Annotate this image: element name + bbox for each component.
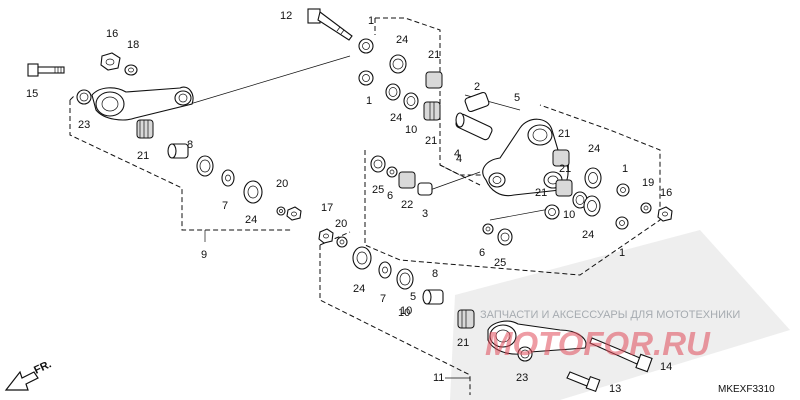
collar-8-upper <box>167 143 189 159</box>
callout-4: 4 <box>456 153 462 165</box>
callout-13: 13 <box>609 383 621 395</box>
collar-2 <box>464 91 490 113</box>
bearings-21-top <box>423 71 443 121</box>
callout-21: 21 <box>559 163 571 175</box>
nut-17-washer-20 <box>318 228 348 248</box>
callout-10: 10 <box>563 209 575 221</box>
callout-24: 24 <box>245 214 257 226</box>
seal-23-lower <box>517 346 533 362</box>
callout-21: 21 <box>558 128 570 140</box>
callout-24: 24 <box>353 283 365 295</box>
callout-18: 18 <box>127 39 139 51</box>
callout-21: 21 <box>137 150 149 162</box>
callout-1: 1 <box>366 95 372 107</box>
callout-8: 8 <box>432 268 438 280</box>
seal-24-upper <box>243 180 263 204</box>
callout-7: 7 <box>380 293 386 305</box>
watermark-logo: MOTOFOR.RU <box>485 325 711 362</box>
bearing-21-lower <box>457 309 475 329</box>
callout-20: 20 <box>276 178 288 190</box>
callout-4: 4 <box>454 148 460 160</box>
bolt-13 <box>566 371 601 393</box>
callout-16: 16 <box>106 28 118 40</box>
callout-10: 10 <box>398 307 410 319</box>
callout-21: 21 <box>428 49 440 61</box>
washer-19-nut-16 <box>615 183 673 230</box>
callout-1: 1 <box>368 15 374 27</box>
group-outlines <box>69 17 661 395</box>
callout-5: 5 <box>410 291 416 303</box>
front-direction-label: FR. <box>32 358 53 376</box>
callout-1: 1 <box>622 163 628 175</box>
callout-7: 7 <box>222 200 228 212</box>
seals-top-column <box>358 38 419 110</box>
seals-lower <box>352 246 414 290</box>
callout-5: 5 <box>514 92 520 104</box>
seals-right <box>544 167 602 220</box>
callout-19: 19 <box>642 177 654 189</box>
callout-9: 9 <box>201 249 207 261</box>
linkage-rod-upper <box>91 86 194 121</box>
callout-25: 25 <box>372 184 384 196</box>
washer-7-upper <box>221 169 235 187</box>
callout-21: 21 <box>535 187 547 199</box>
callout-3: 3 <box>422 208 428 220</box>
callout-14: 14 <box>660 361 672 373</box>
callout-23: 23 <box>78 119 90 131</box>
callout-22: 22 <box>401 199 413 211</box>
bolt-15 <box>27 63 65 77</box>
callout-6: 6 <box>479 247 485 259</box>
part-code: MKEXF3310 <box>718 384 775 395</box>
linkage-rod-lower <box>487 320 587 355</box>
seal-23-upper <box>76 89 92 105</box>
callout-10: 10 <box>405 124 417 136</box>
callout-25: 25 <box>494 257 506 269</box>
washer-20-nut-upper <box>276 206 302 221</box>
callout-23: 23 <box>516 372 528 384</box>
callout-24: 24 <box>396 34 408 46</box>
callout-20: 20 <box>335 218 347 230</box>
seals-25-6-22-3 <box>370 155 513 246</box>
front-direction-arrow: FR. <box>4 358 53 391</box>
callout-6: 6 <box>387 190 393 202</box>
watermark-caption: ЗАПЧАСТИ И АКСЕССУАРЫ ДЛЯ МОТОТЕХНИКИ <box>480 309 740 321</box>
callout-21: 21 <box>457 337 469 349</box>
watermark-shading <box>450 230 790 400</box>
callout-2: 2 <box>474 81 480 93</box>
bearing-21-left <box>136 119 154 139</box>
callout-8: 8 <box>187 139 193 151</box>
callout-21: 21 <box>425 135 437 147</box>
watermark: ЗАПЧАСТИ И АКСЕССУАРЫ ДЛЯ МОТОТЕХНИКИ MO… <box>480 309 740 362</box>
callout-24: 24 <box>390 112 402 124</box>
pipe-4 <box>455 112 493 141</box>
callout-11: 11 <box>433 372 444 384</box>
callout-16: 16 <box>660 187 672 199</box>
collar-8-lower <box>422 289 444 305</box>
callout-12: 12 <box>280 10 292 22</box>
bearings-21-linkage <box>552 149 573 197</box>
bolt-14 <box>589 337 653 373</box>
seal-10-upper <box>196 155 214 177</box>
bolt-12 <box>307 8 353 41</box>
callout-1: 1 <box>619 247 625 259</box>
nut-16-washer-18 <box>100 52 138 76</box>
callout-10: 10 <box>400 305 412 317</box>
callout-17: 17 <box>321 202 333 214</box>
callout-24: 24 <box>582 229 594 241</box>
callout-15: 15 <box>26 88 38 100</box>
callout-24: 24 <box>588 143 600 155</box>
